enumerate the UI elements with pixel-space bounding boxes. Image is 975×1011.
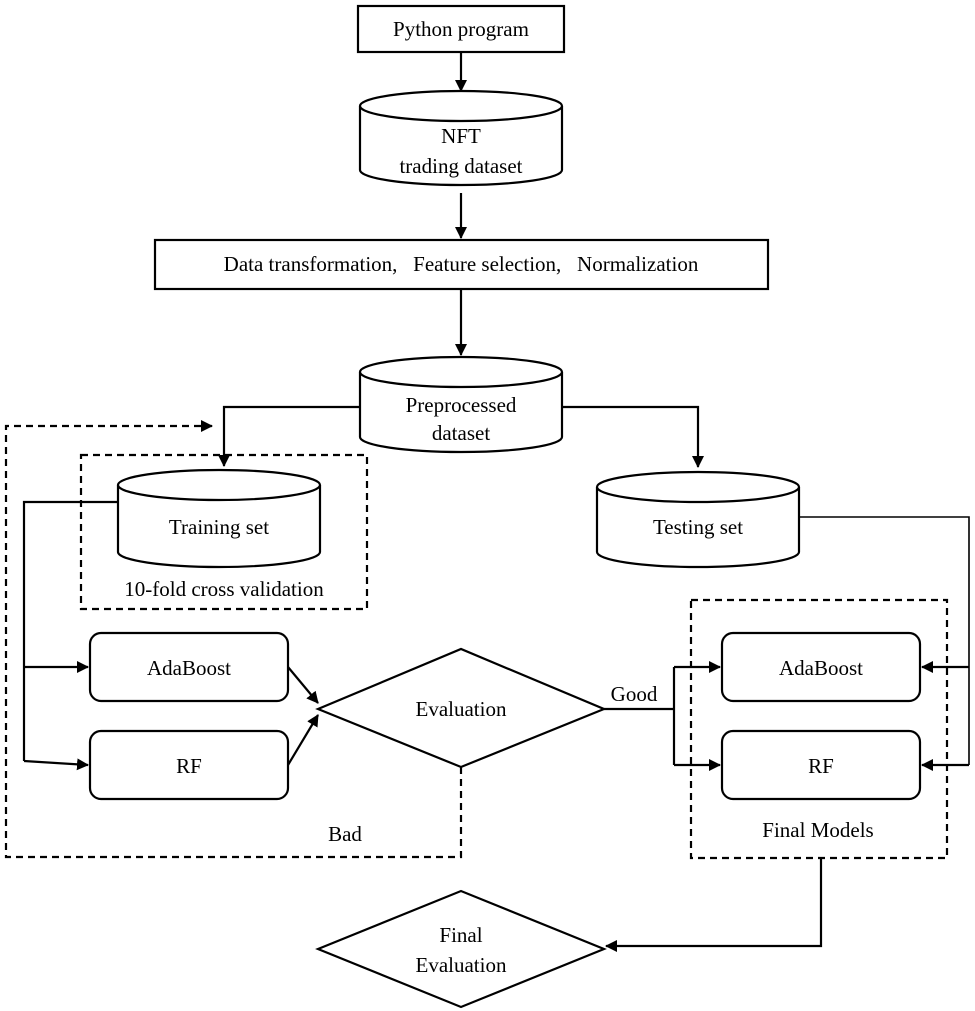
- adaboost-final-node: AdaBoost: [720, 631, 922, 703]
- rf-left-label: RF: [176, 754, 202, 778]
- edge-training-to-rf: [23, 758, 89, 771]
- evaluation-label: Evaluation: [416, 697, 507, 721]
- preprocessed-dataset-node: Preprocessed dataset: [358, 355, 564, 454]
- preprocessed-dataset-label-2: dataset: [432, 421, 490, 445]
- adaboost-left-node: AdaBoost: [88, 631, 290, 703]
- training-set-node: Training set: [116, 468, 322, 569]
- final-models-label: Final Models: [762, 818, 873, 842]
- final-evaluation-label-1: Final: [439, 923, 482, 947]
- edge-training-feed: [22, 500, 118, 761]
- good-label: Good: [611, 682, 658, 706]
- preprocessed-dataset-label-1: Preprocessed: [406, 393, 517, 417]
- adaboost-final-label: AdaBoost: [779, 656, 863, 680]
- testing-set-label: Testing set: [653, 515, 743, 539]
- edge-preprocessed-to-testing: [562, 405, 704, 468]
- preprocessing-label: Data transformation, Feature selection, …: [224, 252, 699, 276]
- cross-validation-frame: [79, 453, 369, 611]
- nft-dataset-node: NFT trading dataset: [358, 89, 564, 187]
- training-set-label: Training set: [169, 515, 269, 539]
- edge-adaboost-to-evaluation: [287, 666, 319, 704]
- nft-dataset-label-2: trading dataset: [399, 154, 522, 178]
- evaluation-node: Evaluation: [315, 647, 607, 769]
- rf-final-label: RF: [808, 754, 834, 778]
- edge-final-models-to-final-eval: [605, 858, 823, 952]
- python-program-label: Python program: [393, 17, 529, 41]
- edge-preprocessed-to-training: [218, 405, 360, 467]
- preprocessing-node: Data transformation, Feature selection, …: [153, 238, 770, 291]
- edge-rf-to-evaluation: [287, 714, 319, 766]
- rf-left-node: RF: [88, 729, 290, 801]
- bad-label: Bad: [328, 822, 362, 846]
- final-evaluation-label-2: Evaluation: [416, 953, 507, 977]
- testing-set-node: Testing set: [595, 470, 801, 569]
- final-models-frame: [689, 598, 949, 860]
- final-evaluation-node: Final Evaluation: [315, 889, 607, 1009]
- python-program-node: Python program: [356, 4, 566, 54]
- edge-testing-feed: [799, 516, 970, 765]
- edge-evaluation-bad: [4, 420, 463, 859]
- rf-final-node: RF: [720, 729, 922, 801]
- cross-validation-label: 10-fold cross validation: [124, 577, 324, 601]
- nft-dataset-label-1: NFT: [441, 124, 481, 148]
- adaboost-left-label: AdaBoost: [147, 656, 231, 680]
